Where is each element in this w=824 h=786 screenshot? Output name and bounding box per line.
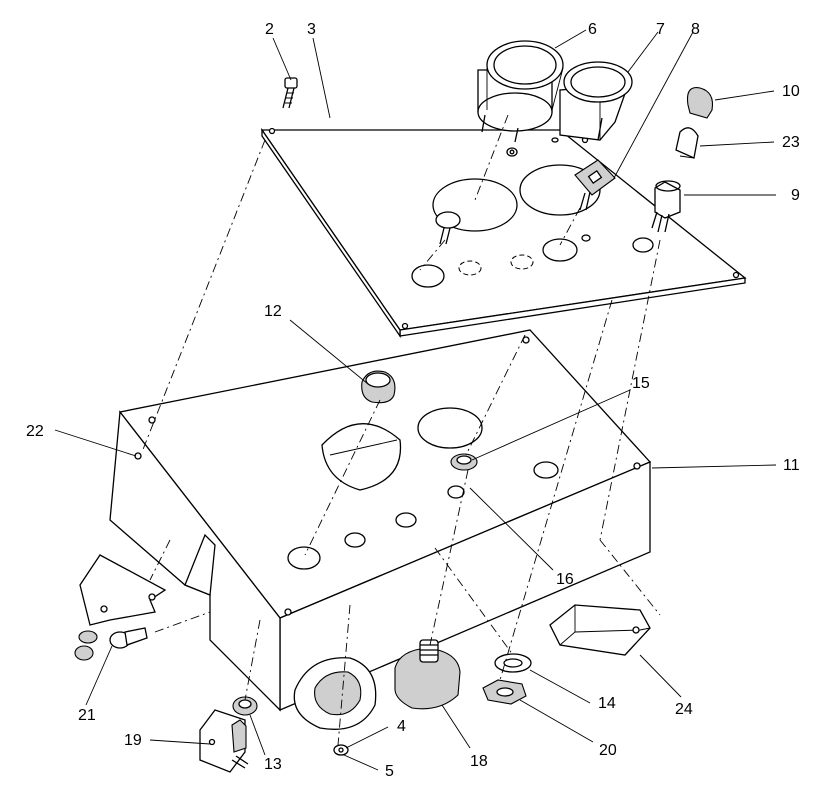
callout-23: 23 bbox=[782, 134, 800, 151]
callout-21: 21 bbox=[78, 707, 96, 724]
callout-11: 11 bbox=[783, 457, 800, 474]
callout-13: 13 bbox=[264, 756, 282, 773]
callout-16: 16 bbox=[556, 571, 574, 588]
callout-3: 3 bbox=[307, 21, 316, 38]
callout-19: 19 bbox=[124, 732, 142, 749]
callout-5: 5 bbox=[385, 763, 394, 780]
rotary-switch-18 bbox=[394, 639, 461, 710]
callout-9: 9 bbox=[791, 187, 800, 204]
grommet-13 bbox=[232, 696, 258, 716]
instrument-panel-plate bbox=[260, 127, 747, 339]
callout-4: 4 bbox=[397, 718, 406, 735]
screw-21 bbox=[109, 627, 148, 649]
callout-2: 2 bbox=[265, 21, 274, 38]
washer-nut-pair bbox=[74, 630, 98, 661]
lamp-socket-9 bbox=[651, 180, 681, 233]
small-nut-under-gauge bbox=[506, 147, 518, 157]
centerlines bbox=[141, 114, 661, 746]
lamp-bulb-23 bbox=[675, 127, 699, 159]
callout-15: 15 bbox=[632, 375, 650, 392]
ignition-key-8 bbox=[574, 159, 616, 211]
leader-lines bbox=[54, 29, 777, 771]
callout-14: 14 bbox=[598, 695, 616, 712]
screw-2 bbox=[282, 77, 298, 109]
grommet-12 bbox=[361, 370, 396, 404]
callout-10: 10 bbox=[782, 83, 800, 100]
nut-15 bbox=[450, 453, 478, 471]
callout-7: 7 bbox=[656, 21, 665, 38]
knob-stem bbox=[435, 211, 461, 245]
callout-20: 20 bbox=[599, 742, 617, 759]
gauge-7 bbox=[559, 61, 633, 141]
relay-24 bbox=[549, 604, 651, 656]
nut-4-5 bbox=[333, 744, 349, 756]
callout-22: 22 bbox=[26, 423, 44, 440]
callout-12: 12 bbox=[264, 303, 282, 320]
callout-6: 6 bbox=[588, 21, 597, 38]
callout-8: 8 bbox=[691, 21, 700, 38]
hex-nut-20 bbox=[482, 679, 527, 705]
callout-labels: 2 3 6 7 8 10 23 9 12 15 22 11 16 14 24 2… bbox=[26, 21, 800, 780]
lamp-cap-10 bbox=[686, 87, 714, 119]
push-switch-19 bbox=[199, 709, 249, 773]
callout-24: 24 bbox=[675, 701, 693, 718]
gauge-6 bbox=[477, 40, 564, 143]
switch-gasket bbox=[293, 657, 377, 730]
lock-washer-14 bbox=[494, 653, 532, 673]
console-housing bbox=[79, 329, 652, 712]
callout-18: 18 bbox=[470, 753, 488, 770]
